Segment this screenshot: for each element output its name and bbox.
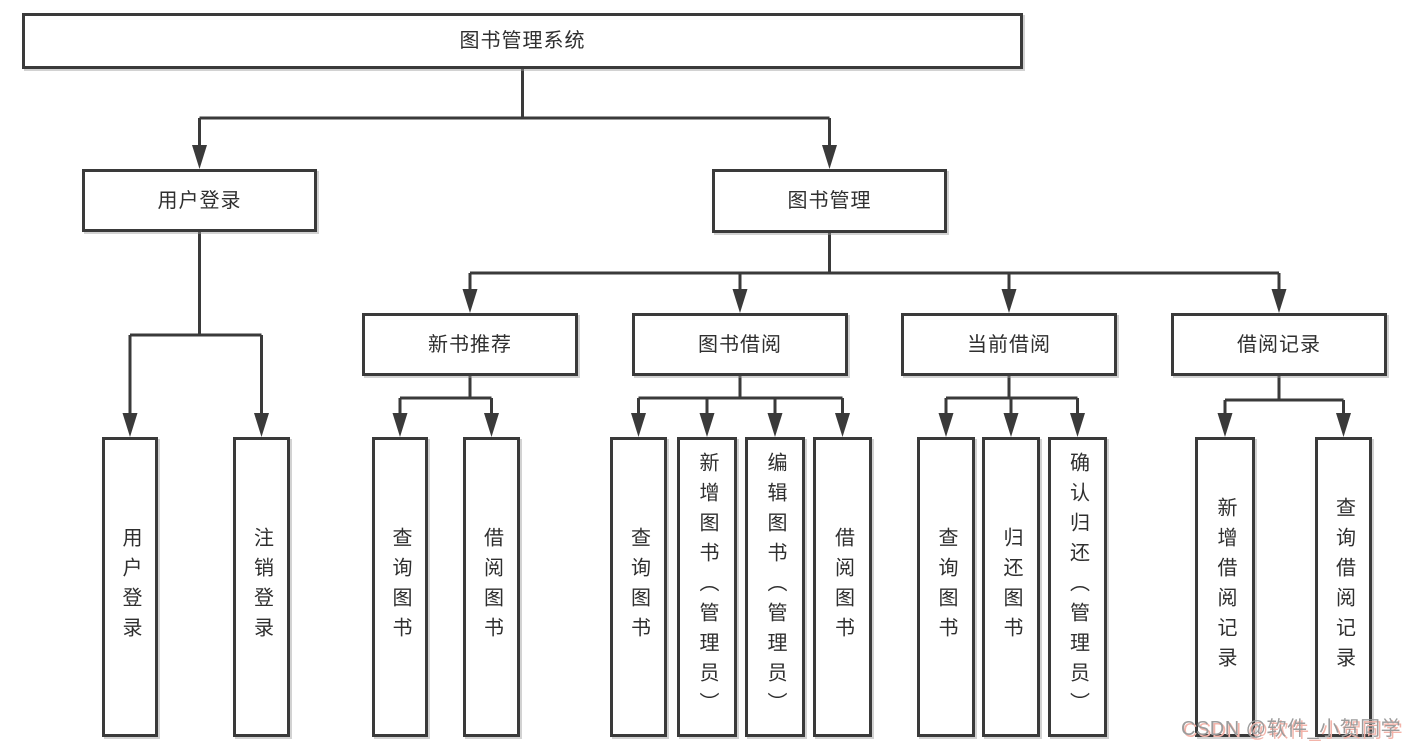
- leaf-borrow-books-recommend: 借阅图书: [463, 437, 520, 737]
- leaf-return-books: 归还图书: [982, 437, 1040, 737]
- leaf-logout: 注销登录: [233, 437, 290, 737]
- leaf-add-borrow-record: 新增借阅记录: [1195, 437, 1255, 737]
- csdn-watermark: CSDN @软件_小贺同学: [1181, 718, 1402, 740]
- leaf-confirm-return-admin: 确认归还（管理员）: [1048, 437, 1107, 737]
- node-borrow-record: 借阅记录: [1171, 313, 1387, 376]
- leaf-borrow-books: 借阅图书: [813, 437, 872, 737]
- leaf-add-books-admin: 新增图书（管理员）: [677, 437, 737, 737]
- leaf-query-books-current: 查询图书: [917, 437, 975, 737]
- leaf-query-books-recommend: 查询图书: [372, 437, 428, 737]
- leaf-edit-books-admin: 编辑图书（管理员）: [745, 437, 805, 737]
- node-new-book-recommend: 新书推荐: [362, 313, 578, 376]
- node-root-system: 图书管理系统: [22, 13, 1023, 69]
- node-user-login: 用户登录: [82, 169, 317, 232]
- leaf-query-books-borrow: 查询图书: [610, 437, 667, 737]
- node-current-borrow: 当前借阅: [901, 313, 1117, 376]
- leaf-user-login: 用户登录: [102, 437, 158, 737]
- node-book-management: 图书管理: [712, 169, 947, 233]
- leaf-query-borrow-record: 查询借阅记录: [1315, 437, 1372, 737]
- node-book-borrow: 图书借阅: [632, 313, 848, 376]
